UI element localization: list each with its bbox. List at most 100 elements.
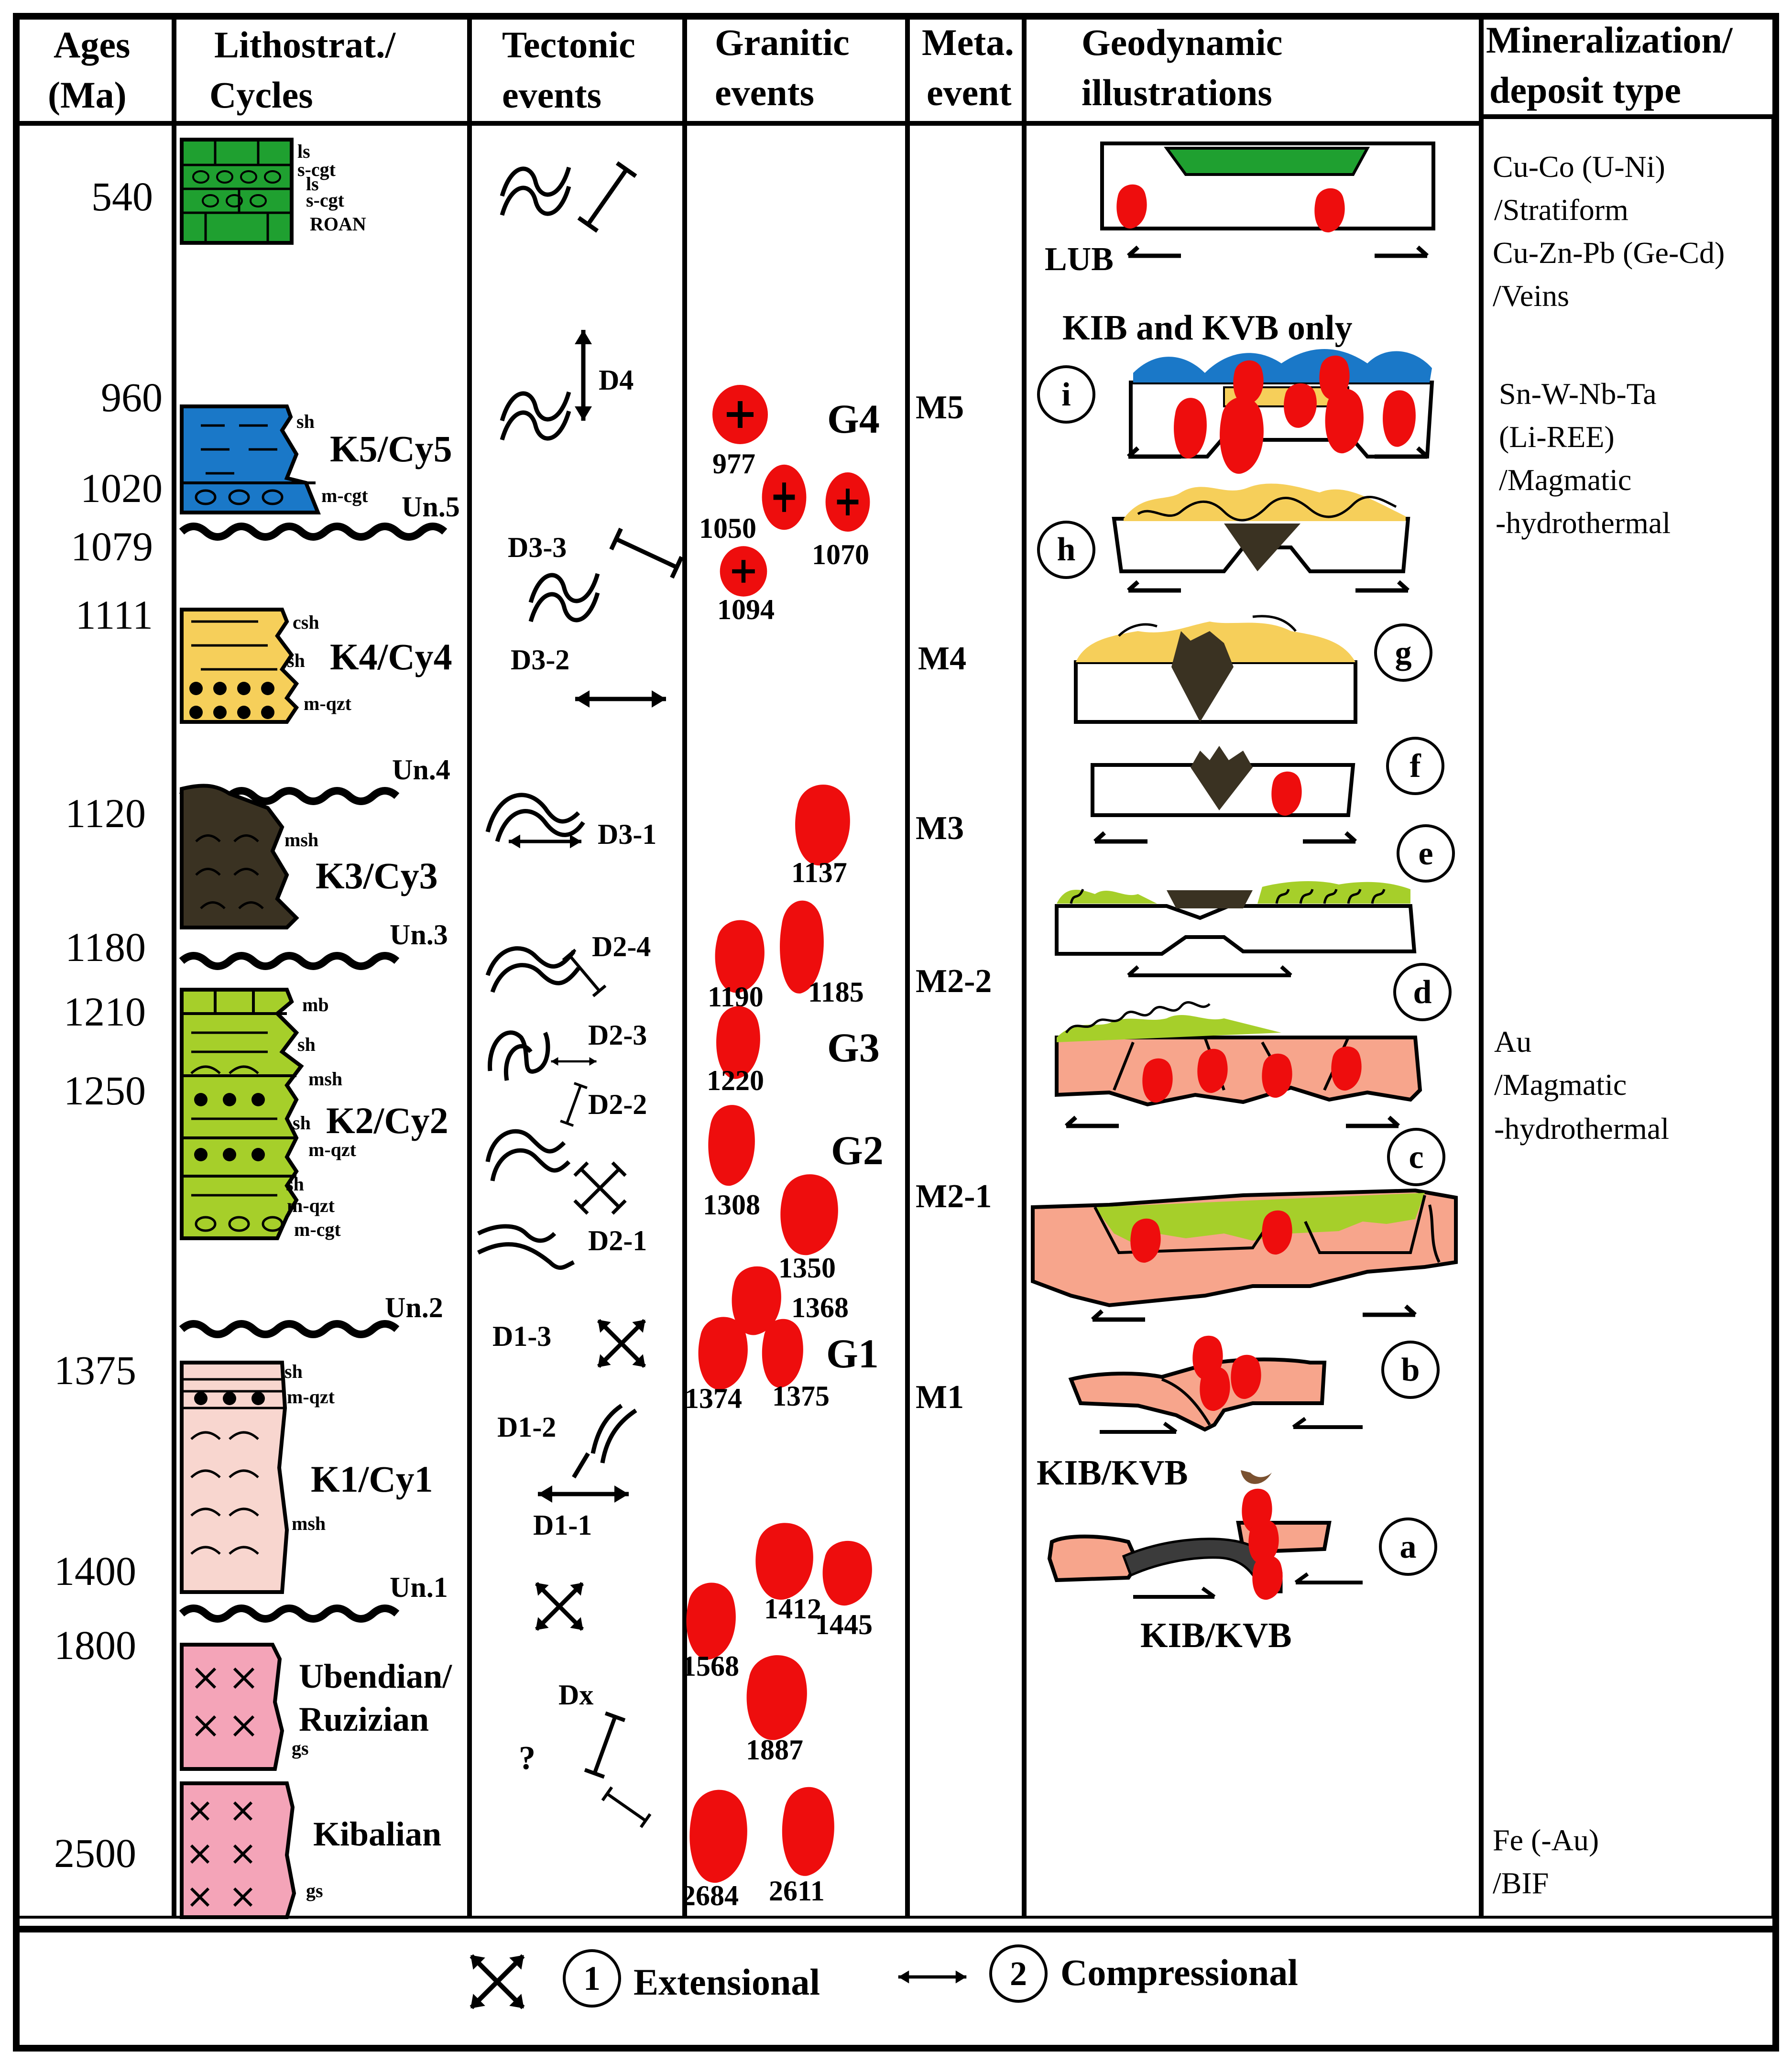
fold-symbol [572,1404,637,1479]
k2-unit: mb sh msh sh m-qzt sh m-qzt m-cgt K2/Cy2 [180,988,448,1240]
compression-arrow [575,330,592,421]
granite-age: 1887 [746,1734,803,1766]
granite-pluton [795,785,850,866]
granite-pluton [746,1655,807,1740]
tectonic-d3-3: D3-3 [508,532,567,563]
extension-bar-symbol [611,529,681,578]
age-label: 1250 [64,1068,146,1113]
granite-age: 1412 [764,1593,821,1625]
geo-panel-i: i [1037,349,1434,474]
header-ages-1: Ages [54,24,130,65]
granite-age: 2684 [681,1880,739,1911]
k3-unit: msh K3/Cy3 [180,784,438,929]
age-label: 1111 [76,592,153,638]
tectonic-d3-2: D3-2 [511,644,569,676]
extension-bar-symbol [602,1787,650,1827]
fold-symbol [485,793,585,842]
geo-lub-label: LUB [1045,241,1114,278]
un3-label: Un.3 [390,919,448,950]
meta-event: M4 [918,640,966,677]
k5-label-sh: sh [296,411,315,432]
meta-event: M2-1 [916,1178,992,1215]
fold-symbol [488,1030,550,1081]
ubendian-unit: Ubendian/ Ruzizian gs [180,1643,452,1771]
age-label: 1800 [54,1622,136,1668]
header-mineral-1: Mineralization/ [1486,19,1733,61]
geo-panel-label-g: g [1395,634,1412,671]
granite-pluton [1220,397,1264,474]
legend-number-1: 1 [583,1959,601,1998]
age-label: 1400 [54,1548,136,1594]
compression-arrow [551,1057,597,1066]
k4-unit: csh sh m-qzt K4/Cy4 [180,608,452,724]
k3-label-msh: msh [284,829,318,851]
mineral-text: -hydrothermal [1496,506,1671,540]
granite-pluton [720,546,767,596]
age-label: 1210 [64,989,146,1035]
roan-label: ls [306,173,319,195]
mineral-text: /Stratiform [1494,193,1628,227]
geo-column: LUB KIB and KVB only i h g [1031,142,1458,1655]
granite-age: 1350 [778,1252,836,1284]
k4-label-mqzt: m-qzt [304,693,352,714]
granitic-column: G4 977 1050 1070 1094 1137 1190 1185 G3 … [681,385,884,1911]
shear-arrow [1346,1117,1399,1126]
mineral-text: /Magmatic [1499,463,1631,497]
tectonic-d2-1: D2-1 [588,1225,647,1256]
header-meta-1: Meta. [922,22,1014,63]
geo-panel-f: f [1091,737,1444,841]
frame [13,13,1779,2052]
legend: 1 Extensional 2 Compressional [470,1944,1298,2008]
extension-cross-symbol [598,1320,645,1367]
geo-panel-label-c: c [1409,1139,1423,1176]
legend-extensional: Extensional [634,1961,820,2003]
extensional-icon [470,1955,524,2008]
granite-age: 1308 [703,1189,760,1221]
mineral-text: Cu-Co (U-Ni) [1493,150,1665,184]
compressional-icon [898,1971,967,1984]
granite-pluton [686,1583,736,1659]
geo-panel-a: a KIB/KVB [1047,1470,1437,1655]
shear-arrow [1128,247,1181,256]
header-ages-2: (Ma) [48,74,127,116]
tectonic-column: D4 D3-3 D3-2 D3-1 D2-4 D2-3 D2-2 D2-1 D1… [477,163,682,1827]
granite-pluton [698,1317,748,1390]
granite-pluton [689,1790,747,1883]
fold-symbol [502,392,569,440]
fold-symbol [502,167,569,215]
granite-age: 1137 [791,857,847,888]
geo-panel-g: g [1074,615,1432,724]
kibalian-unit: Kibalian gs [180,1781,441,1919]
tectonic-d2-2: D2-2 [588,1089,647,1120]
granite-group-g4: G4 [827,396,880,442]
granite-age: 1374 [685,1383,742,1414]
granite-age: 1050 [699,513,756,544]
geo-panel-label-b: b [1401,1352,1420,1388]
geo-panel-label-a: a [1400,1528,1417,1565]
granite-pluton [712,385,768,444]
k5-label-mcgt: m-cgt [321,485,368,506]
shear-arrow [1066,1117,1119,1126]
fold-symbol [485,1129,571,1181]
k2-name: K2/Cy2 [326,1100,448,1141]
extension-bar-symbol [585,1713,625,1777]
extension-bar-symbol [579,163,636,231]
granite-pluton [822,1540,872,1606]
geo-panel-label-i: i [1061,376,1071,413]
header-granitic-1: Granitic [715,22,850,63]
age-label: 1020 [80,465,163,511]
k3-name: K3/Cy3 [316,855,438,896]
granite-pluton [762,465,807,530]
ages-column: 540 960 1020 1079 1111 1120 1180 1210 12… [54,174,163,1876]
un4-label: Un.4 [392,754,450,786]
k2-label-sh: sh [297,1034,316,1055]
granite-age: 1445 [815,1609,873,1640]
k1-label-sh: sh [284,1361,303,1382]
header-tectonic-2: events [502,74,601,116]
shear-arrow [1128,582,1181,590]
fold-symbol [531,574,598,622]
header-litho-1: Lithostrat./ [214,24,396,65]
un5-label: Un.5 [402,491,460,523]
unconformity-un1 [179,1605,400,1623]
granite-pluton [780,1174,838,1255]
